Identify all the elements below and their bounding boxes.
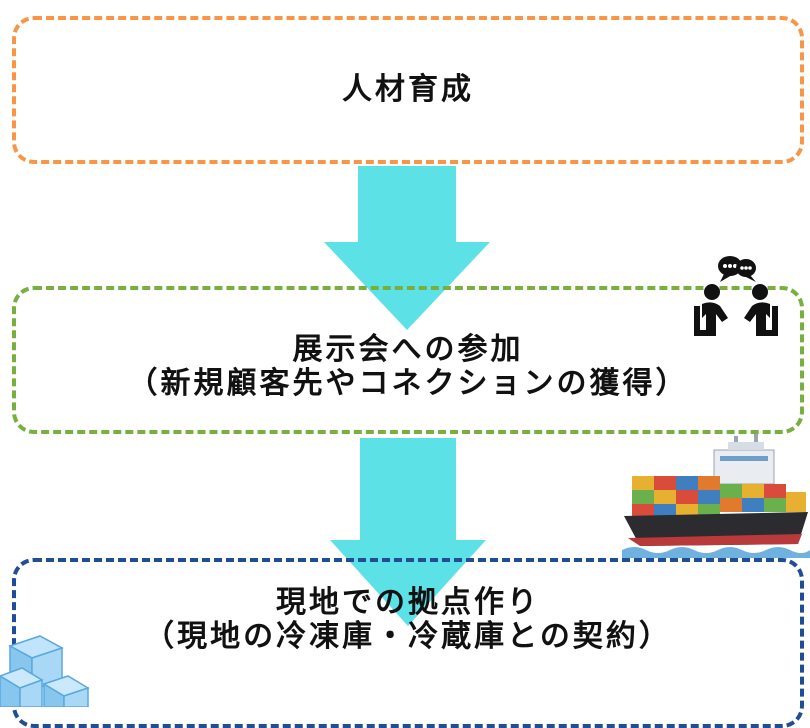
meeting-people-icon	[694, 256, 778, 336]
step-2-label: 展示会への参加	[292, 332, 524, 367]
step-3-sublabel: （現地の冷凍庫・冷蔵庫との契約）	[144, 619, 672, 654]
cargo-ship-icon	[622, 434, 810, 558]
down-arrow-1	[324, 166, 490, 330]
step-2-box: 展示会への参加 （新規顧客先やコネクションの獲得）	[12, 286, 804, 434]
down-arrow-2	[330, 438, 486, 626]
flow-diagram: 人材育成 展示会への参加 （新規顧客先やコネクションの獲得）	[0, 16, 810, 728]
step-1-label: 人材育成	[342, 72, 474, 107]
step-3-label: 現地での拠点作り	[276, 585, 540, 620]
ice-cubes-icon	[0, 635, 90, 707]
step-1-box: 人材育成	[12, 16, 804, 164]
step-3-box: 現地での拠点作り （現地の冷凍庫・冷蔵庫との契約）	[12, 558, 804, 728]
step-2-sublabel: （新規顧客先やコネクションの獲得）	[127, 366, 689, 401]
